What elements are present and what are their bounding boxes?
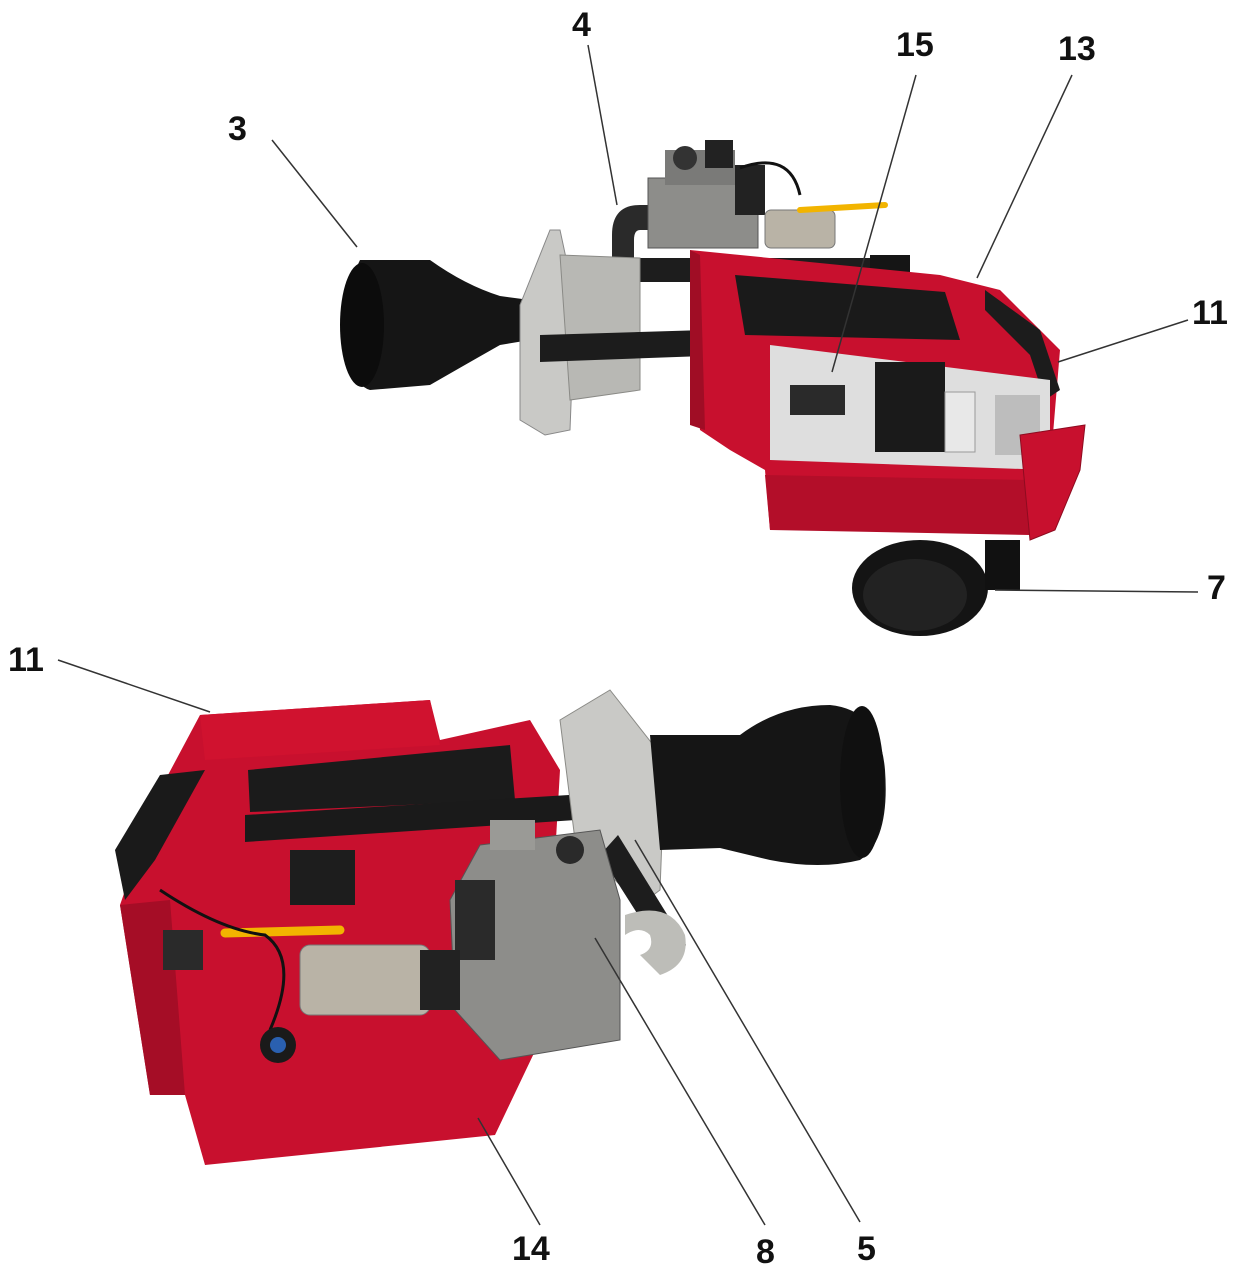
leader-11b — [57, 659, 211, 713]
leader-8 — [594, 937, 766, 1226]
callout-15: 15 — [896, 26, 934, 64]
leader-5 — [634, 839, 861, 1223]
motor-top — [852, 540, 1020, 636]
ball-valve-bottom — [220, 925, 460, 1016]
leader-15 — [831, 74, 917, 373]
callout-8: 8 — [756, 1233, 775, 1271]
gas-valve-bottom — [449, 820, 621, 1061]
rail-bottom — [245, 790, 652, 842]
gas-valve-top — [647, 140, 888, 249]
callout-13: 13 — [1058, 30, 1096, 68]
leader-3 — [271, 139, 358, 248]
top-cover-top — [735, 275, 960, 340]
leader-7 — [994, 589, 1199, 593]
burner-bottom-view — [115, 689, 886, 1165]
burner-top-view — [340, 140, 1086, 636]
callout-14: 14 — [512, 1230, 550, 1268]
leader-4 — [587, 44, 618, 206]
leader-lines — [57, 44, 1199, 1226]
top-cover-bottom — [248, 745, 515, 812]
callout-4: 4 — [572, 6, 591, 44]
control-box-top — [770, 345, 1050, 470]
leader-14 — [477, 1117, 541, 1226]
callout-7: 7 — [1207, 569, 1226, 607]
callout-11-top: 11 — [1192, 294, 1228, 332]
callout-5: 5 — [857, 1230, 876, 1268]
blast-tube-top — [344, 260, 530, 390]
callout-11-bottom: 11 — [8, 641, 44, 679]
leader-11t — [1057, 319, 1189, 363]
leader-13 — [976, 74, 1073, 279]
front-panel-top — [765, 475, 1040, 535]
callout-3: 3 — [228, 110, 247, 148]
blast-tube-bottom — [650, 705, 886, 865]
